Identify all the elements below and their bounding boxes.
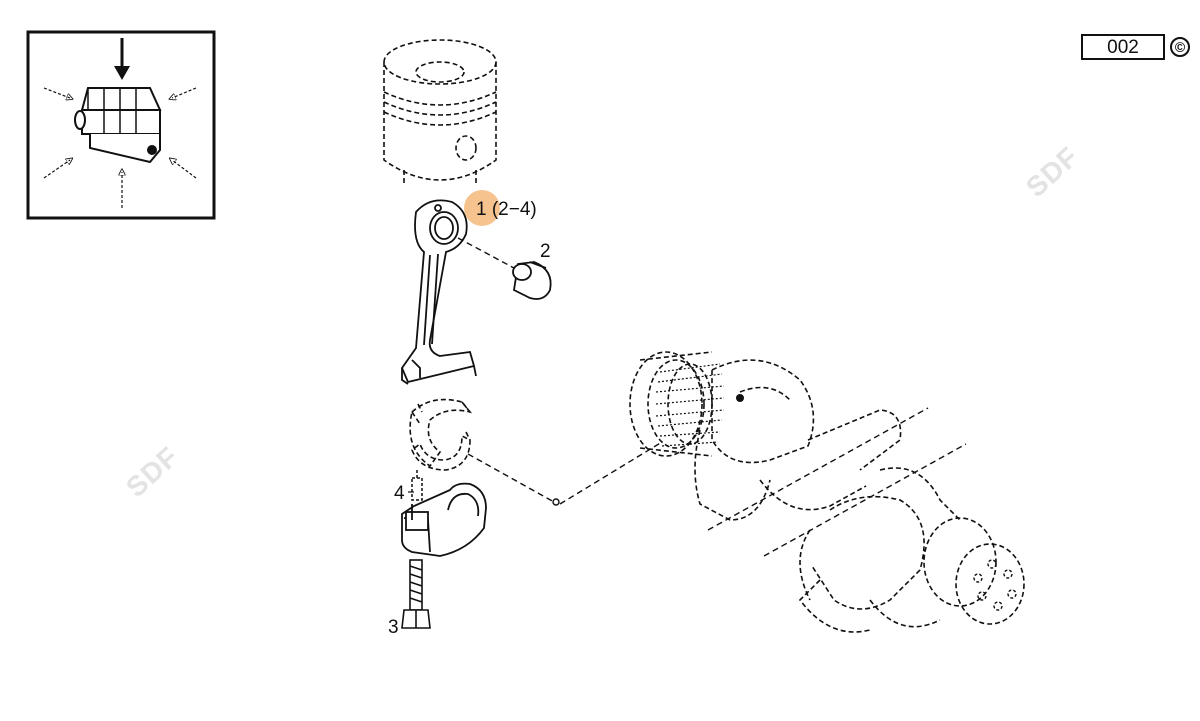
page-number-box: 002 — [1081, 34, 1165, 60]
assembly-line — [457, 237, 515, 269]
connecting-rod-icon — [400, 199, 477, 385]
callout-3[interactable]: 3 — [388, 617, 399, 638]
connection-point — [552, 498, 560, 506]
piston-icon — [383, 39, 497, 184]
callout-2[interactable]: 2 — [540, 241, 551, 262]
flange-holes — [973, 559, 1017, 611]
axis-line — [707, 407, 929, 531]
axis-line — [763, 443, 967, 557]
engine-block-locator-icon — [26, 30, 216, 220]
oil-hole — [736, 394, 744, 402]
rod-cap-icon — [401, 482, 487, 557]
gear-teeth — [655, 363, 725, 447]
assembly-line — [467, 453, 555, 503]
assembly-line — [559, 441, 663, 505]
rod-bolt-icon — [401, 559, 431, 629]
bearing-shells-icon — [409, 398, 473, 471]
crankshaft-icon — [629, 351, 1025, 633]
small-end-bushing-icon — [512, 261, 552, 300]
callout-4[interactable]: 4 — [394, 483, 405, 504]
callout-1[interactable]: 1 (2−4) — [476, 199, 537, 220]
dowel-sleeve-icon — [411, 470, 423, 501]
callout-highlight[interactable] — [464, 190, 500, 226]
copyright-icon: © — [1170, 37, 1190, 57]
